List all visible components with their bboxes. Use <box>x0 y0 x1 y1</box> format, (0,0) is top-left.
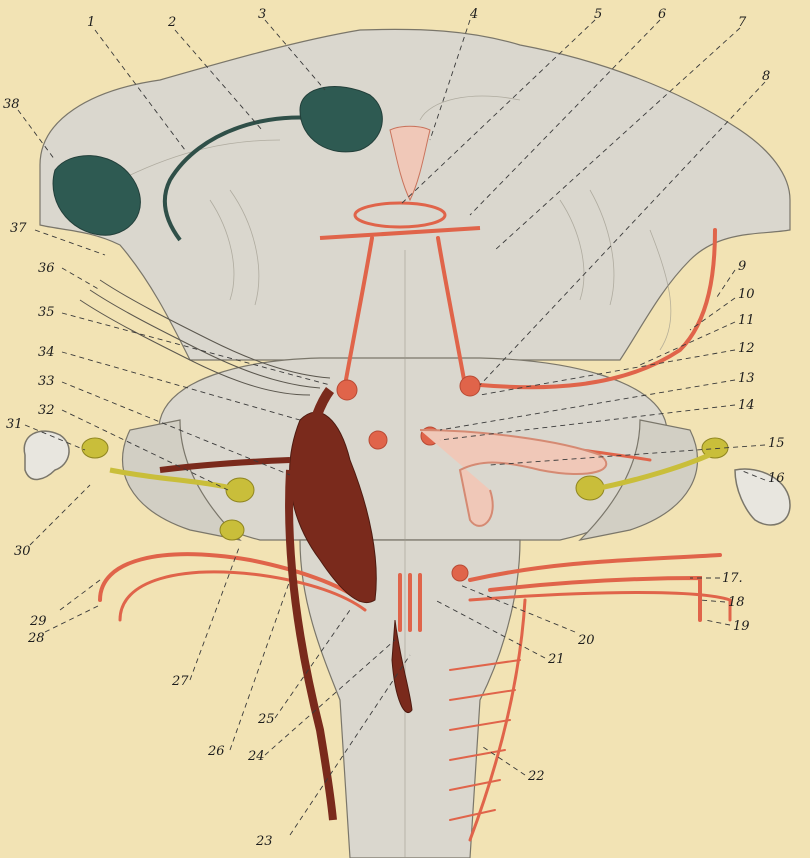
nucleus-oculomotor-left <box>337 380 357 400</box>
nucleus-hypoglossal <box>452 565 468 581</box>
label-38: 38 <box>3 97 20 112</box>
label-25: 25 <box>257 712 275 727</box>
label-6: 6 <box>658 7 666 22</box>
label-24: 24 <box>247 749 265 764</box>
label-13: 13 <box>738 371 755 386</box>
label-30: 30 <box>14 544 31 559</box>
nucleus-oculomotor-right <box>460 376 480 396</box>
nucleus-trochlear <box>369 431 387 449</box>
label-37: 37 <box>10 221 27 236</box>
label-1: 1 <box>87 15 95 30</box>
label-19: 19 <box>733 619 750 634</box>
label-10: 10 <box>738 287 755 302</box>
label-29: 29 <box>29 614 47 629</box>
label-4: 4 <box>469 7 478 22</box>
label-22: 22 <box>527 769 545 784</box>
yellow-node-left-lower <box>220 520 244 540</box>
label-34: 34 <box>38 345 55 360</box>
label-11: 11 <box>738 313 755 328</box>
label-36: 36 <box>38 261 55 276</box>
label-32: 32 <box>38 403 55 418</box>
label-31: 31 <box>6 417 23 432</box>
label-5: 5 <box>594 7 602 22</box>
label-27: 27 <box>171 674 189 689</box>
label-17: 17. <box>722 571 743 586</box>
vestibular-nucleus-left <box>82 438 108 458</box>
pons <box>158 358 669 540</box>
label-8: 8 <box>762 69 770 84</box>
label-12: 12 <box>738 341 755 356</box>
label-26: 26 <box>207 744 225 759</box>
label-14: 14 <box>738 398 755 413</box>
label-21: 21 <box>547 652 565 667</box>
label-33: 33 <box>38 374 55 389</box>
label-28: 28 <box>27 631 45 646</box>
label-18: 18 <box>728 595 745 610</box>
label-23: 23 <box>255 834 273 849</box>
label-3: 3 <box>258 7 266 22</box>
label-7: 7 <box>738 15 747 30</box>
label-2: 2 <box>167 15 176 30</box>
label-9: 9 <box>738 259 746 274</box>
label-15: 15 <box>768 436 785 451</box>
label-20: 20 <box>577 633 595 648</box>
label-35: 35 <box>38 305 55 320</box>
label-16: 16 <box>768 471 785 486</box>
